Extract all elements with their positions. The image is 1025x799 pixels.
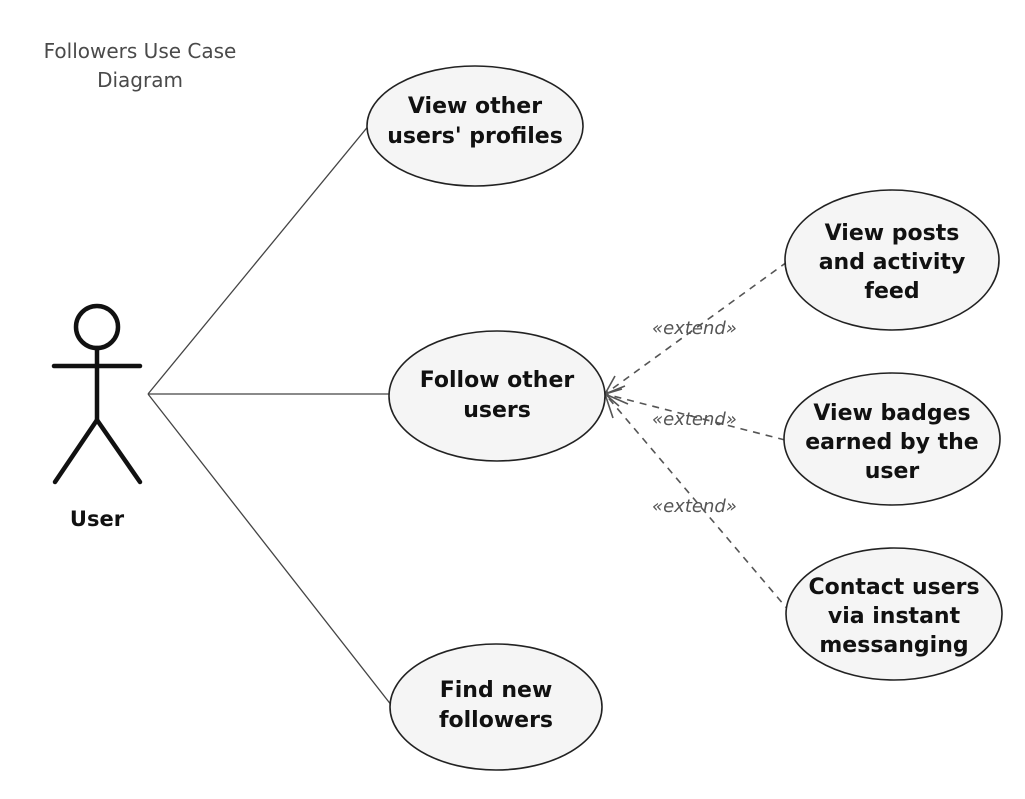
actor-label: User bbox=[70, 507, 125, 531]
use-case-ellipse bbox=[389, 643, 603, 771]
use-case-label-line-2: followers bbox=[439, 708, 553, 733]
actor-left-leg bbox=[52, 417, 100, 485]
use-case-label-line-2: users bbox=[463, 398, 531, 423]
use-case-ellipse bbox=[784, 189, 1000, 331]
association-view-profiles bbox=[147, 123, 371, 395]
use-case-label-line-3: user bbox=[865, 459, 920, 484]
use-case-ellipse bbox=[783, 372, 1001, 506]
use-case-label-line-2: earned by the bbox=[805, 430, 978, 455]
use-case-label-line-3: messanging bbox=[819, 633, 968, 658]
use-case-ellipse bbox=[785, 547, 1003, 681]
use-case-view-badges: View badges earned by the user bbox=[783, 372, 1001, 506]
use-case-label-line-1: View posts bbox=[825, 221, 960, 246]
extend-label-view-badges: «extend» bbox=[652, 409, 737, 430]
extend-line-contact-users bbox=[604, 393, 791, 613]
use-case-ellipse bbox=[366, 65, 584, 187]
use-case-label-line-1: Contact users bbox=[808, 575, 979, 600]
diagram-title-line-1: Followers Use Case bbox=[44, 39, 237, 63]
use-case-follow-users: Follow other users bbox=[388, 330, 606, 462]
use-case-label-line-1: Find new bbox=[440, 678, 553, 703]
use-case-ellipse bbox=[388, 330, 606, 462]
use-case-label-line-2: and activity bbox=[819, 250, 966, 275]
actor-head bbox=[73, 303, 121, 351]
use-case-label-line-2: via instant bbox=[828, 604, 961, 629]
use-case-label-line-1: Follow other bbox=[420, 368, 575, 393]
extend-label-view-posts: «extend» bbox=[652, 318, 737, 339]
extend-label-contact-users: «extend» bbox=[652, 496, 737, 517]
use-case-label-line-2: users' profiles bbox=[387, 124, 563, 149]
use-case-view-posts: View posts and activity feed bbox=[784, 189, 1000, 331]
extend-line-view-posts bbox=[604, 261, 788, 395]
use-case-label-line-3: feed bbox=[864, 279, 919, 304]
diagram-title-line-2: Diagram bbox=[97, 68, 183, 92]
user-actor: User bbox=[51, 303, 143, 531]
use-case-contact-users: Contact users via instant messanging bbox=[785, 547, 1003, 681]
association-find-followers bbox=[147, 393, 393, 707]
extend-line-view-badges bbox=[604, 393, 786, 441]
use-case-label-line-1: View badges bbox=[813, 401, 970, 426]
actor-right-leg bbox=[94, 417, 143, 485]
use-case-view-profiles: View other users' profiles bbox=[366, 65, 584, 187]
use-case-label-line-1: View other bbox=[408, 94, 542, 119]
use-case-find-followers: Find new followers bbox=[389, 643, 603, 771]
